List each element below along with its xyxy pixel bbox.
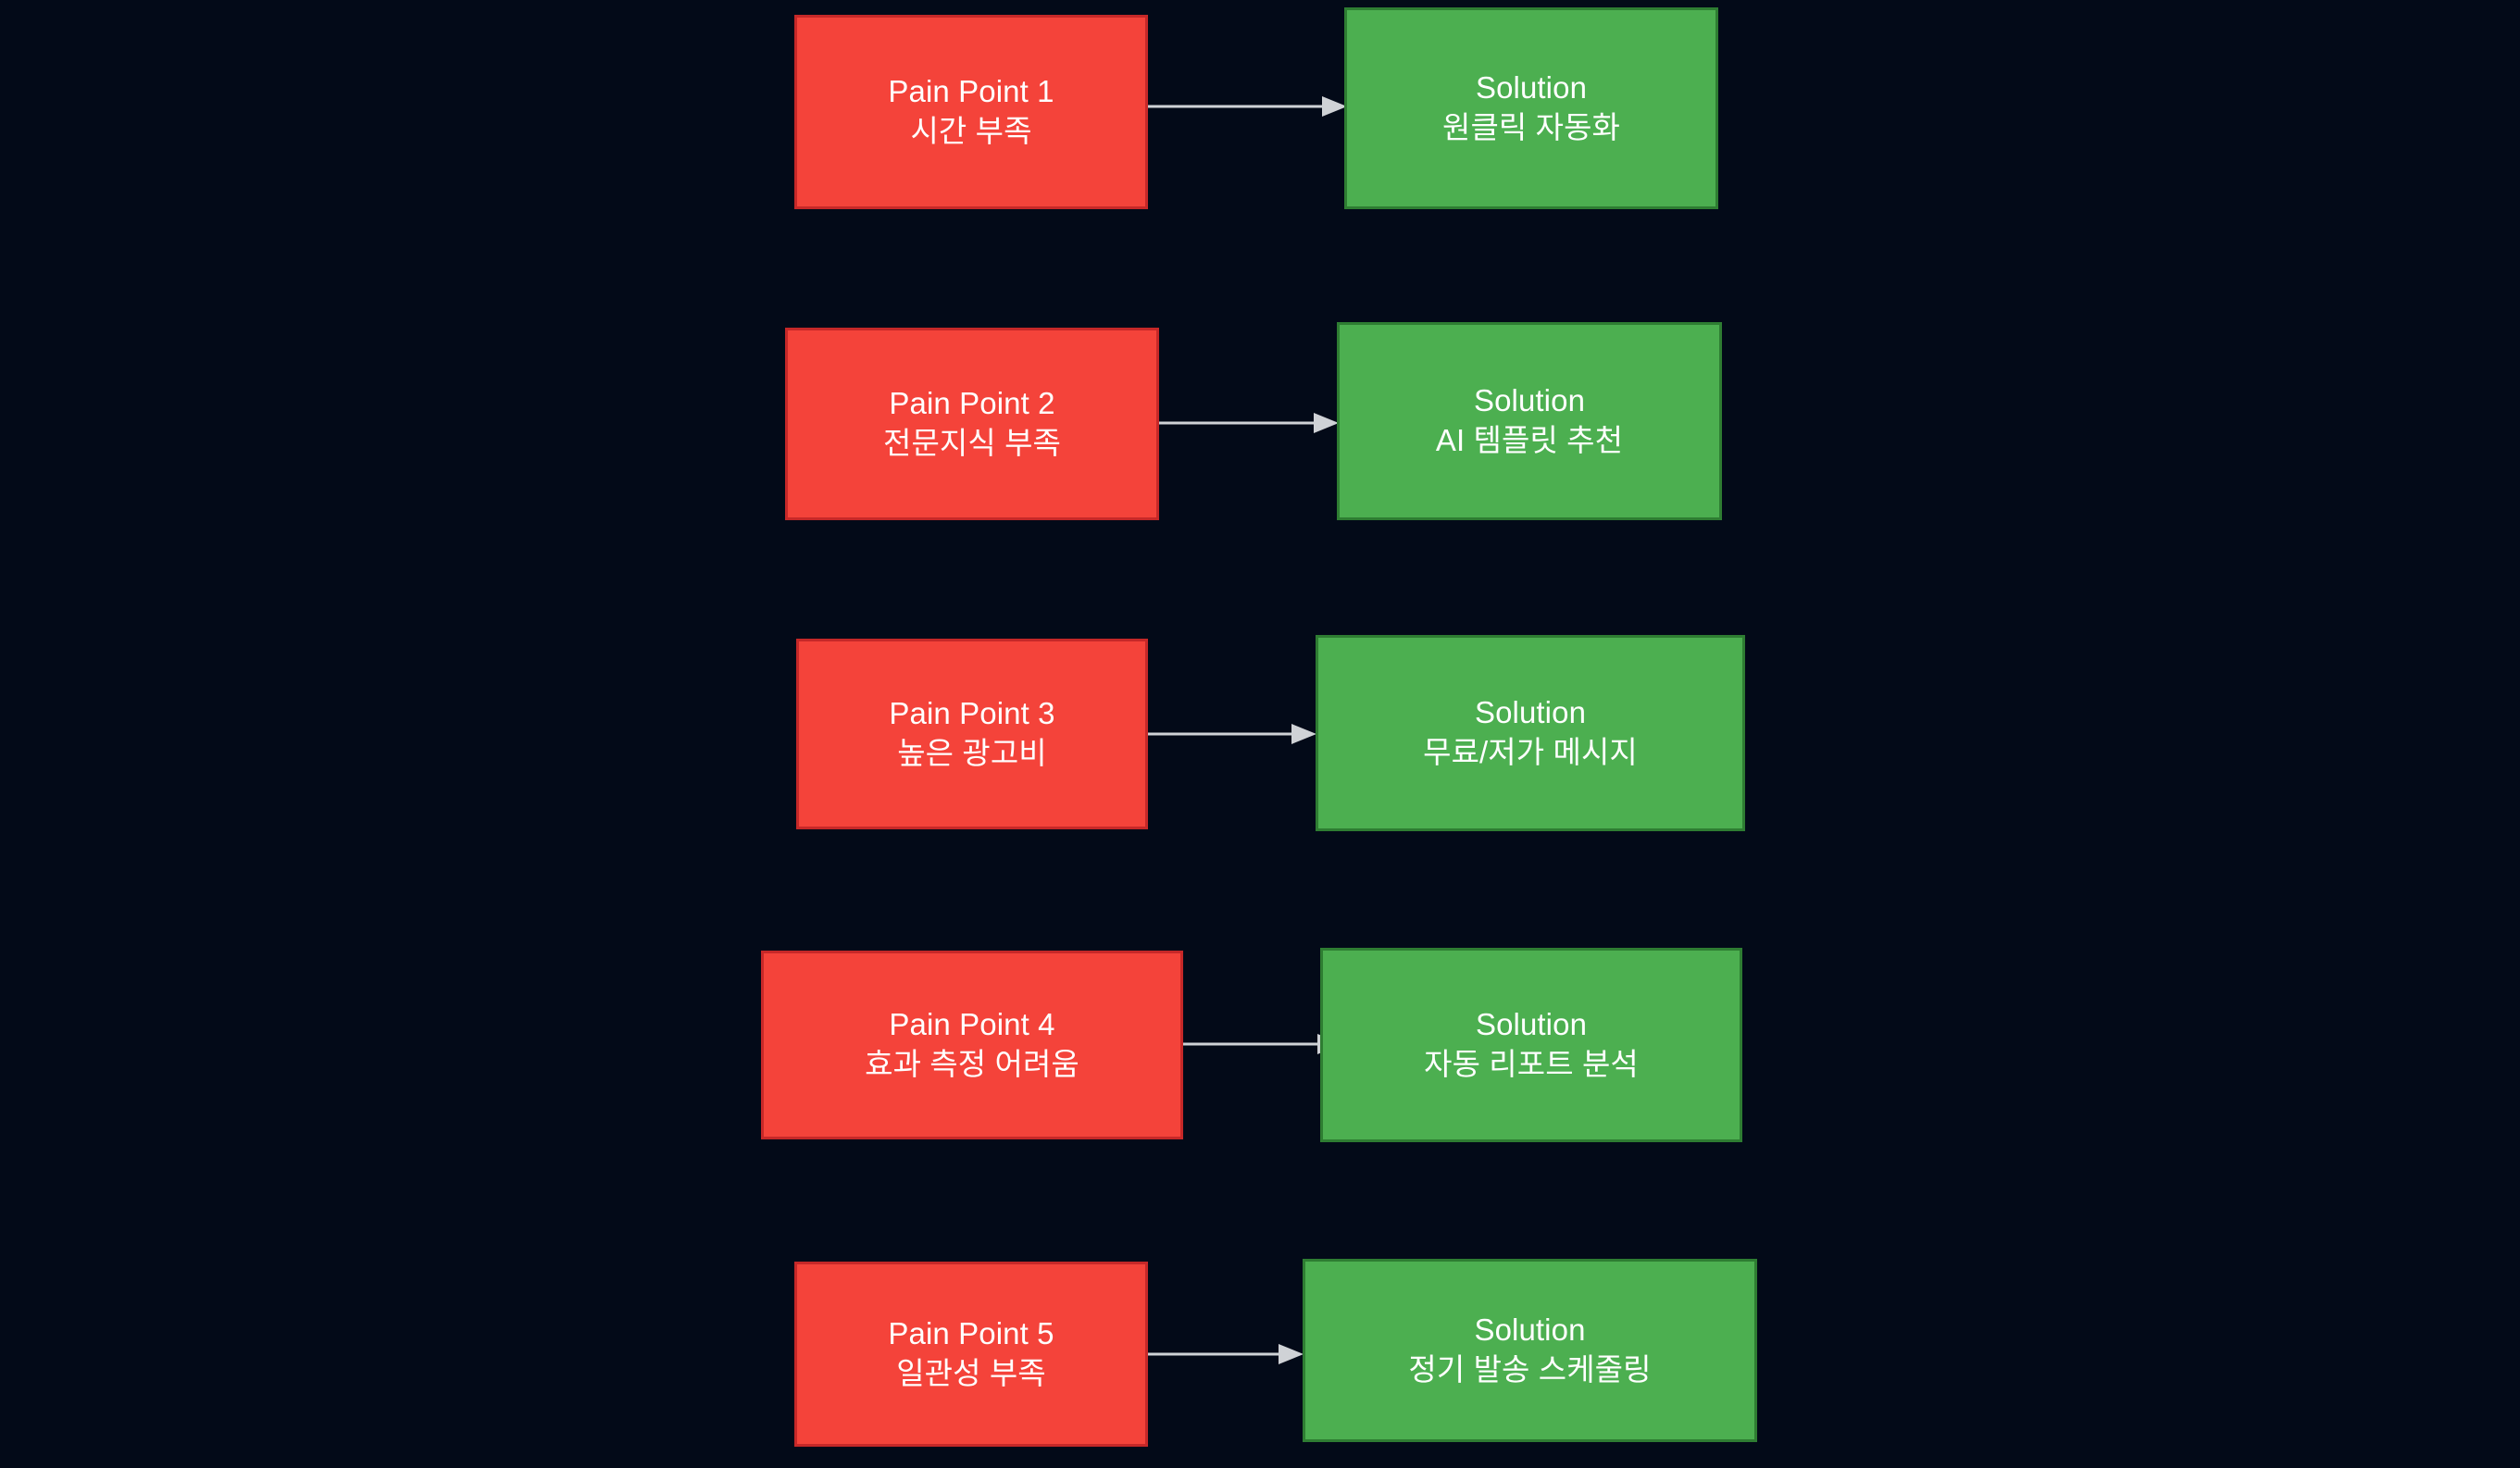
arrow-connector-4 bbox=[1183, 1034, 1342, 1054]
pain-point-node-2[interactable]: Pain Point 2 전문지식 부족 bbox=[785, 328, 1159, 520]
solution-title-3: Solution bbox=[1474, 695, 1587, 730]
arrow-connector-2 bbox=[1159, 413, 1339, 433]
solution-node-4[interactable]: Solution 자동 리포트 분석 bbox=[1320, 948, 1742, 1142]
arrow-connector-5 bbox=[1148, 1344, 1304, 1364]
solution-node-5[interactable]: Solution 정기 발송 스케줄링 bbox=[1303, 1259, 1757, 1442]
solution-title-4: Solution bbox=[1475, 1007, 1588, 1042]
pain-point-title-1: Pain Point 1 bbox=[888, 74, 1054, 109]
pain-point-detail-5: 일관성 부족 bbox=[896, 1356, 1046, 1390]
solution-title-1: Solution bbox=[1475, 70, 1588, 106]
pain-point-detail-3: 높은 광고비 bbox=[897, 736, 1047, 770]
solution-detail-1: 원클릭 자동화 bbox=[1441, 110, 1621, 144]
pain-point-title-4: Pain Point 4 bbox=[889, 1007, 1055, 1042]
pain-point-node-5[interactable]: Pain Point 5 일관성 부족 bbox=[794, 1262, 1148, 1447]
pain-point-detail-1: 시간 부족 bbox=[910, 114, 1032, 148]
arrow-connector-1 bbox=[1148, 96, 1347, 117]
solution-node-2[interactable]: Solution AI 템플릿 추천 bbox=[1337, 322, 1722, 520]
solution-detail-2: AI 템플릿 추천 bbox=[1435, 423, 1624, 457]
solution-node-3[interactable]: Solution 무료/저가 메시지 bbox=[1316, 635, 1745, 831]
solution-title-5: Solution bbox=[1474, 1312, 1586, 1348]
pain-point-title-3: Pain Point 3 bbox=[889, 696, 1055, 731]
pain-point-node-1[interactable]: Pain Point 1 시간 부족 bbox=[794, 15, 1148, 209]
pain-point-node-4[interactable]: Pain Point 4 효과 측정 어려움 bbox=[761, 951, 1183, 1139]
solution-detail-5: 정기 발송 스케줄링 bbox=[1408, 1352, 1652, 1387]
solution-title-2: Solution bbox=[1473, 383, 1586, 418]
pain-point-node-3[interactable]: Pain Point 3 높은 광고비 bbox=[796, 639, 1148, 829]
pain-point-title-2: Pain Point 2 bbox=[889, 386, 1055, 421]
solution-detail-4: 자동 리포트 분석 bbox=[1424, 1047, 1639, 1081]
pain-point-detail-2: 전문지식 부족 bbox=[882, 426, 1062, 460]
pain-point-title-5: Pain Point 5 bbox=[888, 1316, 1054, 1351]
arrow-connector-3 bbox=[1148, 724, 1316, 744]
solution-node-1[interactable]: Solution 원클릭 자동화 bbox=[1344, 7, 1718, 209]
solution-detail-3: 무료/저가 메시지 bbox=[1423, 735, 1638, 769]
pain-point-detail-4: 효과 측정 어려움 bbox=[865, 1047, 1079, 1081]
